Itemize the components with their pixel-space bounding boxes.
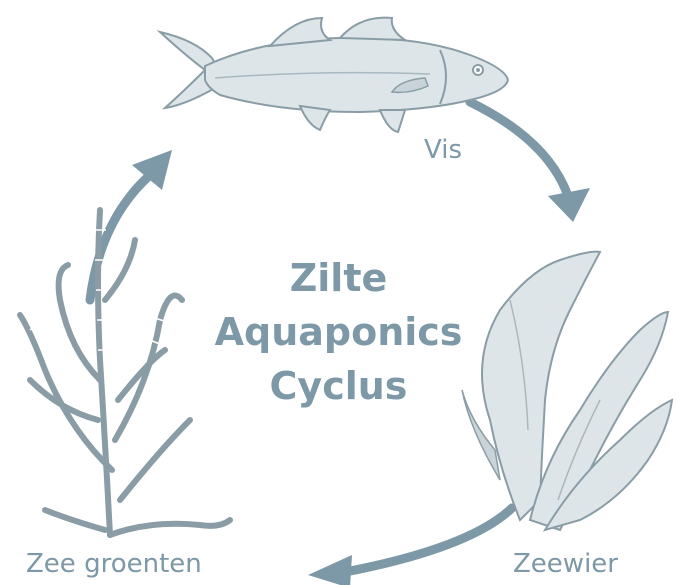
diagram-title-line-1: Zilte <box>0 254 677 302</box>
label-seaweed: Zeewier <box>513 548 618 580</box>
arrow-seaweed-to-sea-vegetables <box>308 508 512 585</box>
diagram-title-line-2: Aquaponics <box>0 308 677 356</box>
diagram-title-line-3: Cyclus <box>0 362 677 410</box>
label-fish: Vis <box>424 134 462 166</box>
label-sea-vegetables: Zee groenten <box>26 548 202 580</box>
sea-bass-icon <box>160 18 508 132</box>
arrow-fish-to-seaweed <box>470 102 590 222</box>
